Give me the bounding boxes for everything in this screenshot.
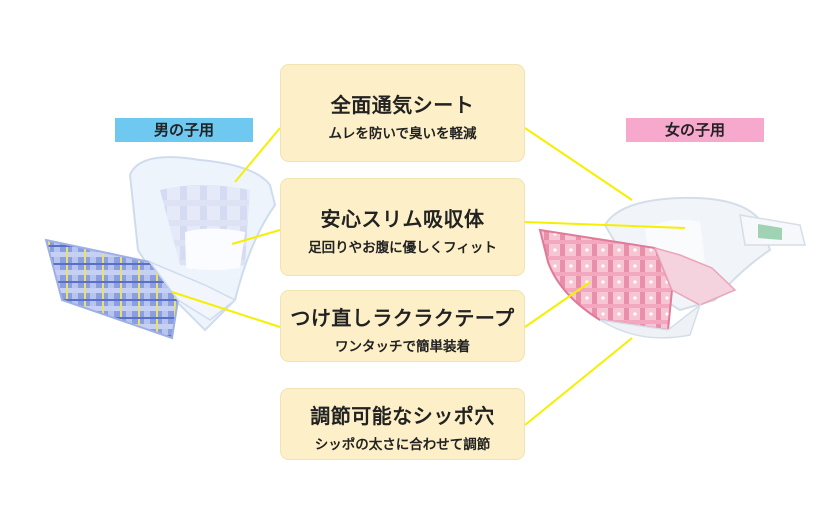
feature-card-refastenable-tape: つけ直しラクラクテープ ワンタッチで簡単装着 xyxy=(280,290,525,362)
feature-card-breathable-sheet: 全面通気シート ムレを防いで臭いを軽減 xyxy=(280,64,525,162)
feature-title: 安心スリム吸収体 xyxy=(320,207,485,231)
feature-title: つけ直しラクラクテープ xyxy=(290,306,515,330)
feature-card-slim-absorber: 安心スリム吸収体 足回りやお腹に優しくフィット xyxy=(280,178,525,276)
girl-label: 女の子用 xyxy=(626,118,764,142)
feature-subtitle: ムレを防いで臭いを軽減 xyxy=(328,126,477,142)
feature-title: 全面通気シート xyxy=(330,93,475,117)
girl-diaper-image xyxy=(538,196,806,339)
feature-title: 調節可能なシッポ穴 xyxy=(310,404,495,428)
feature-subtitle: 足回りやお腹に優しくフィット xyxy=(308,240,497,256)
connector-lines xyxy=(171,127,686,426)
boy-label: 男の子用 xyxy=(115,118,253,142)
feature-card-tail-hole: 調節可能なシッポ穴 シッポの太さに合わせて調節 xyxy=(280,388,525,460)
feature-subtitle: ワンタッチで簡単装着 xyxy=(335,339,470,355)
feature-subtitle: シッポの太さに合わせて調節 xyxy=(314,437,491,453)
boy-diaper-image xyxy=(44,156,277,340)
